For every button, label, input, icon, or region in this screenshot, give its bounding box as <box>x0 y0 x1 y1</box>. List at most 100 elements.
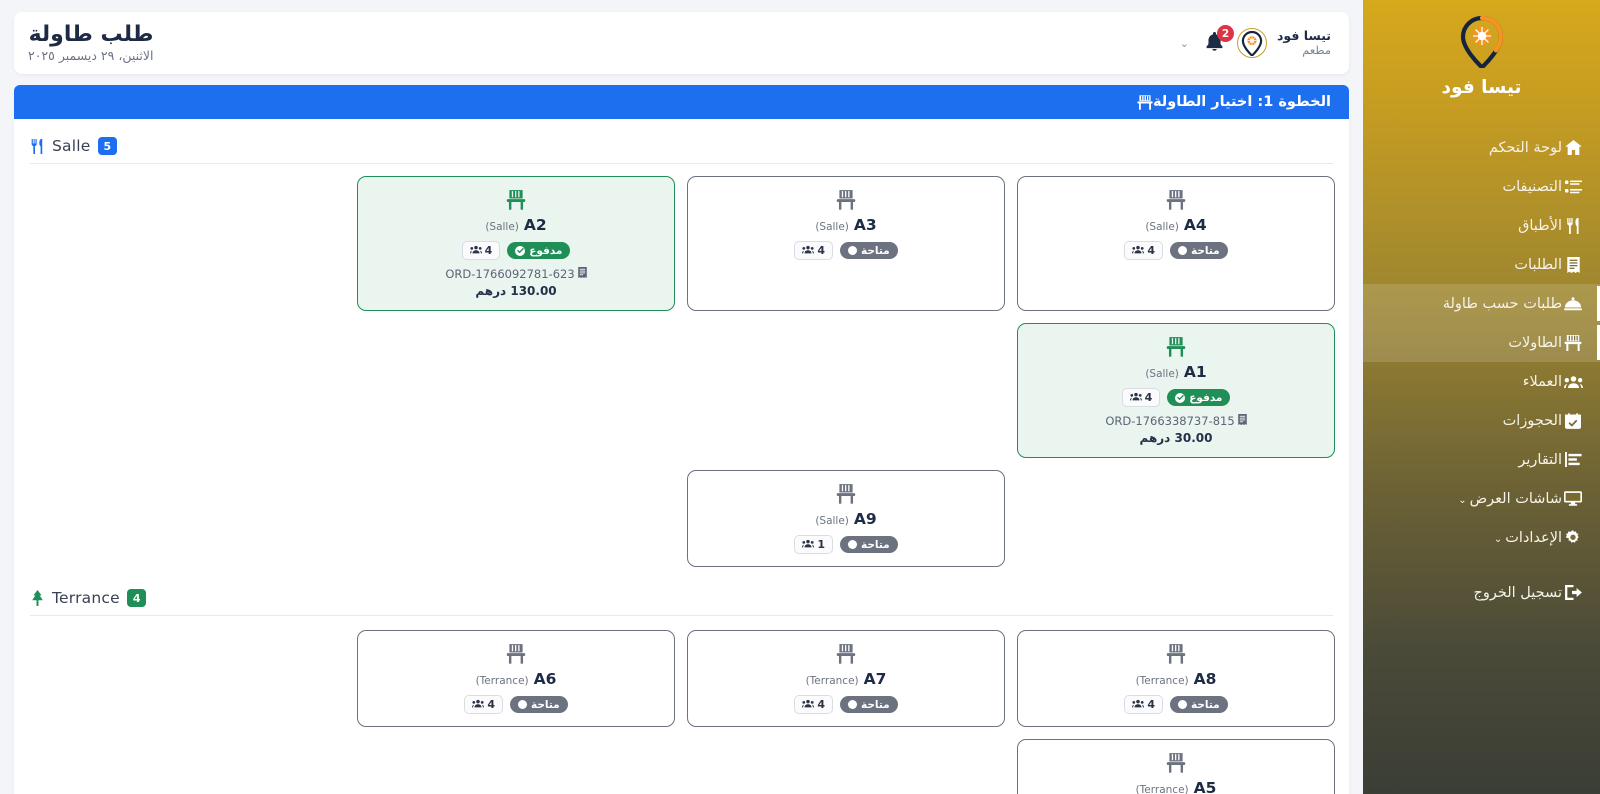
notifications-button[interactable]: 2 <box>1201 25 1234 58</box>
logout-icon <box>1562 584 1584 602</box>
table-card[interactable]: (Terrance) A8 4 متاحة <box>1017 630 1335 727</box>
toggle-dot-icon <box>1178 700 1187 709</box>
tables-grid-salle: (Salle) A4 4 متاحة <box>28 176 1335 567</box>
sidebar-label-reservations: الحجوزات <box>1502 412 1562 429</box>
table-title: (Terrance) A8 <box>1136 670 1217 688</box>
table-badges: 4 متاحة <box>794 241 898 260</box>
table-number: A7 <box>863 670 887 688</box>
page-title: طلب طاولة الاثنين، ٢٩ ديسمبر ٢٠٢٥ <box>28 22 154 64</box>
users-icon <box>472 698 485 711</box>
zone-name-salle: Salle <box>52 137 91 155</box>
table-zone: (Salle) <box>815 221 849 233</box>
table-title: (Salle) A4 <box>1145 216 1206 234</box>
table-card[interactable]: (Terrance) A7 4 متاحة <box>687 630 1005 727</box>
user-block[interactable]: تيسا فود مطعم <box>1277 28 1331 57</box>
sidebar-item-dishes[interactable]: الأطباق <box>1363 206 1600 245</box>
sidebar-item-tables[interactable]: الطاولات <box>1363 323 1600 363</box>
status-text: متاحة <box>861 698 890 711</box>
list-icon <box>1562 178 1584 196</box>
seats-badge: 4 <box>1121 388 1161 407</box>
status-badge: متاحة <box>840 696 898 713</box>
table-card[interactable]: (Salle) A1 4 مدفوع <box>1017 323 1335 458</box>
status-badge: متاحة <box>510 696 568 713</box>
seats-count: 4 <box>817 698 825 711</box>
table-title: (Terrance) A7 <box>806 670 887 688</box>
table-card[interactable]: (Salle) A4 4 متاحة <box>1017 176 1335 311</box>
seats-count: 4 <box>817 244 825 257</box>
sidebar-label-dishes: الأطباق <box>1518 217 1562 234</box>
sidebar-item-reports[interactable]: التقارير <box>1363 440 1600 479</box>
sidebar-label-customers: العملاء <box>1522 373 1562 390</box>
users-icon <box>469 244 482 257</box>
table-zone: (Terrance) <box>1135 784 1189 794</box>
sidebar-label-tables: الطاولات <box>1508 334 1562 351</box>
table-zone: (Salle) <box>485 221 519 233</box>
receipt-icon <box>1237 414 1247 428</box>
chart-bar-icon <box>1562 451 1584 469</box>
users-icon <box>1562 373 1584 391</box>
sidebar-item-orders[interactable]: الطلبات <box>1363 245 1600 284</box>
table-badges: 1 متاحة <box>794 535 898 554</box>
status-text: مدفوع <box>529 244 563 257</box>
table-zone: (Terrance) <box>1135 675 1189 687</box>
zone-name-terrance: Terrance <box>52 589 120 607</box>
bell-service-icon <box>1562 295 1584 313</box>
chevron-down-icon[interactable]: ⌄ <box>1179 36 1189 50</box>
table-badges: 4 مدفوع <box>1121 388 1231 407</box>
brand[interactable]: تيسا فود <box>1363 0 1600 114</box>
chair-icon <box>1165 189 1187 211</box>
sidebar-label-settings: الإعدادات⌄ <box>1493 529 1562 546</box>
users-icon <box>802 244 815 257</box>
table-card[interactable]: (Terrance) A6 4 متاحة <box>357 630 675 727</box>
page-date: الاثنين، ٢٩ ديسمبر ٢٠٢٥ <box>28 48 154 64</box>
sidebar-item-categories[interactable]: التصنيفات <box>1363 167 1600 206</box>
chevron-down-icon: ⌄ <box>1493 533 1503 545</box>
table-chair-icon <box>1137 94 1153 110</box>
zone-count-salle: 5 <box>97 137 118 155</box>
seats-badge: 4 <box>461 241 501 260</box>
zone-header-salle: Salle 5 <box>28 127 1335 163</box>
zone-divider <box>30 615 1333 616</box>
table-card[interactable]: (Salle) A9 1 متاحة <box>687 470 1005 567</box>
seats-count: 4 <box>1147 698 1155 711</box>
sidebar-label-logout: تسجيل الخروج <box>1473 584 1562 601</box>
status-badge: متاحة <box>1170 696 1228 713</box>
tree-icon <box>30 590 45 606</box>
user-name: تيسا فود <box>1277 28 1331 44</box>
order-reference: ORD-1766338737-815 <box>1105 414 1247 428</box>
status-text: مدفوع <box>1189 391 1223 404</box>
table-chair-icon <box>1562 334 1584 352</box>
table-card[interactable]: (Salle) A3 4 متاحة <box>687 176 1005 311</box>
chair-icon <box>835 483 857 505</box>
status-badge: مدفوع <box>1167 389 1231 406</box>
table-title: (Salle) A3 <box>815 216 876 234</box>
chevron-down-icon: ⌄ <box>1458 494 1467 506</box>
status-badge: مدفوع <box>507 242 571 259</box>
chair-icon <box>835 643 857 665</box>
table-title: (Salle) A9 <box>815 510 876 528</box>
table-number: A4 <box>1183 216 1207 234</box>
calendar-check-icon <box>1562 412 1584 430</box>
main-content: تيسا فود مطعم <box>14 12 1349 794</box>
table-card[interactable]: (Salle) A2 4 مدفوع <box>357 176 675 311</box>
sidebar-item-logout[interactable]: تسجيل الخروج <box>1363 573 1600 612</box>
location-pin-logo-icon <box>1363 15 1600 72</box>
sidebar-item-dashboard[interactable]: لوحة التحكم <box>1363 128 1600 167</box>
sidebar-item-customers[interactable]: العملاء <box>1363 362 1600 401</box>
avatar[interactable] <box>1237 28 1267 58</box>
brand-name: تيسا فود <box>1441 77 1522 98</box>
gear-icon <box>1562 529 1584 547</box>
tables-grid-terrance: (Terrance) A8 4 متاحة <box>28 630 1335 794</box>
seats-count: 1 <box>817 538 825 551</box>
table-number: A8 <box>1193 670 1217 688</box>
toggle-dot-icon <box>1178 246 1187 255</box>
sidebar-item-display-screens[interactable]: شاشات العرض⌄ <box>1363 479 1600 518</box>
sidebar-item-orders-by-table[interactable]: طلبات حسب طاولة <box>1363 284 1600 324</box>
seats-badge: 4 <box>464 695 503 714</box>
table-zone: (Salle) <box>1145 221 1179 233</box>
table-card[interactable]: (Terrance) A5 4 متاحة <box>1017 739 1335 794</box>
sidebar-item-reservations[interactable]: الحجوزات <box>1363 401 1600 440</box>
sidebar-item-settings[interactable]: الإعدادات⌄ <box>1363 518 1600 557</box>
chair-icon <box>1165 336 1187 358</box>
